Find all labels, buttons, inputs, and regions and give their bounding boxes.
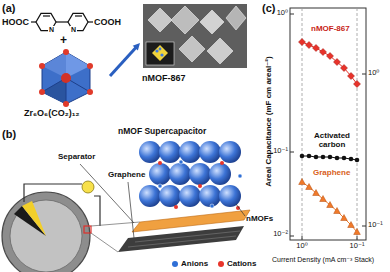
- label-text: (a): [2, 2, 15, 15]
- label-text: nMOF Supercapacitor: [118, 127, 206, 137]
- label-text: 10⁰: [368, 69, 379, 78]
- label-text: 10⁻¹: [350, 242, 365, 251]
- label-text: 10⁻¹: [368, 221, 383, 230]
- arrow-connector: [110, 43, 140, 76]
- legend-swatch: [172, 261, 178, 267]
- label-text: N: [70, 26, 77, 33]
- label-text: 10⁻¹: [273, 147, 288, 156]
- chart: [290, 8, 366, 240]
- label-text: HOOC: [2, 17, 29, 27]
- label-text: 10⁻²: [273, 230, 288, 239]
- label-text: 10⁰: [277, 9, 288, 18]
- leader-line: [80, 164, 245, 238]
- cluster-node: Zr₆O₆(CO₂)₁₂: [24, 48, 108, 120]
- label-text: Activated carbon: [304, 131, 360, 149]
- label-text: nMOFs: [246, 214, 273, 223]
- label-text: (b): [2, 128, 16, 141]
- sem-image: [143, 4, 247, 68]
- label-text: (c): [262, 2, 275, 15]
- label-text: N: [48, 26, 55, 33]
- legend-text: Cations: [227, 259, 256, 268]
- label-text: nMOF-867: [311, 24, 350, 33]
- arrow-head: [133, 43, 140, 51]
- label-text: 10⁰: [296, 242, 307, 251]
- axis-title: Areal Capacitance (mF cm areal⁻²): [263, 57, 272, 188]
- arrow-line: [110, 47, 136, 76]
- label-text: Graphene: [313, 168, 350, 177]
- node-label: Zr₆O₆(CO₂)₁₂: [24, 108, 79, 118]
- molecule-drawing: [31, 13, 93, 30]
- sem-image-node: nMOF-867: [142, 3, 248, 85]
- label-text: COOH: [94, 17, 121, 27]
- label-text: +: [60, 34, 67, 48]
- label-text: Graphene: [108, 170, 145, 179]
- label-text: Current Density (mA cm⁻³ Stack): [272, 256, 374, 264]
- label-text: Separator: [58, 152, 95, 161]
- legend-text: Anions: [181, 259, 208, 268]
- node-label: nMOF-867: [142, 73, 186, 83]
- coin-cell: [2, 181, 140, 272]
- legend-swatch: [218, 261, 224, 267]
- electrode-stack: [118, 141, 250, 252]
- cluster-drawing: [39, 49, 93, 107]
